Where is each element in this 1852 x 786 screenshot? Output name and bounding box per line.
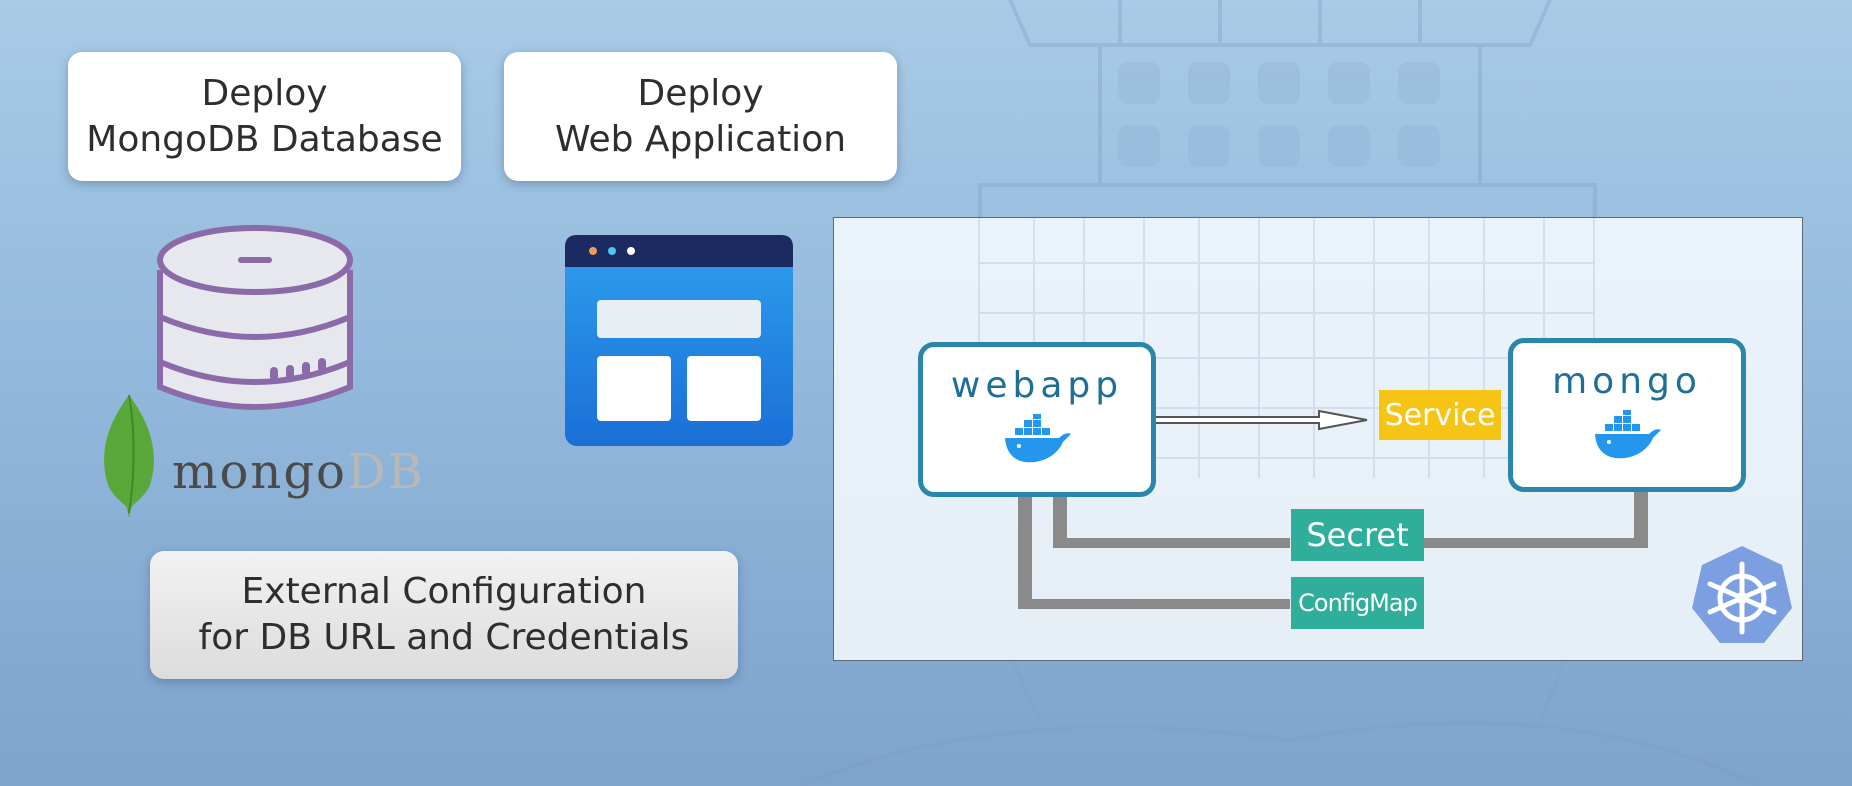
secret-left-arrow [1044,470,1290,548]
external-config-card: External Configuration for DB URL and Cr… [150,551,738,679]
external-config-line1: External Configuration [241,571,647,612]
k8s-cluster-panel: webapp mongo Service Secret ConfigMap [833,217,1803,661]
database-icon [157,225,353,410]
browser-window-icon [565,235,793,446]
secret-tag: Secret [1291,509,1424,561]
deploy-mongodb-line2: MongoDB Database [86,118,443,160]
mongodb-leaf-icon [104,394,154,518]
mongodb-logo-mongo: mongo [172,444,347,500]
deploy-mongodb-card: Deploy MongoDB Database [68,52,461,181]
mongo-label: mongo [1552,361,1702,402]
configmap-tag: ConfigMap [1291,577,1424,629]
mongodb-logo-text: mongoDB [172,444,425,500]
deploy-webapp-line2: Web Application [554,118,847,160]
secret-right-arrow [1424,470,1657,548]
kubernetes-icon [1692,546,1792,643]
docker-icon [1005,412,1071,463]
deploy-webapp-card: Deploy Web Application [504,52,897,181]
deploy-mongodb-line1: Deploy [201,72,328,114]
service-tag: Service [1379,390,1501,440]
webapp-node: webapp [918,342,1156,497]
external-config-line2: for DB URL and Credentials [198,617,690,658]
deploy-webapp-line1: Deploy [637,72,764,114]
docker-icon [1595,408,1661,459]
mongodb-logo-db: DB [346,444,425,500]
mongo-node: mongo [1508,338,1746,492]
webapp-label: webapp [950,365,1124,406]
